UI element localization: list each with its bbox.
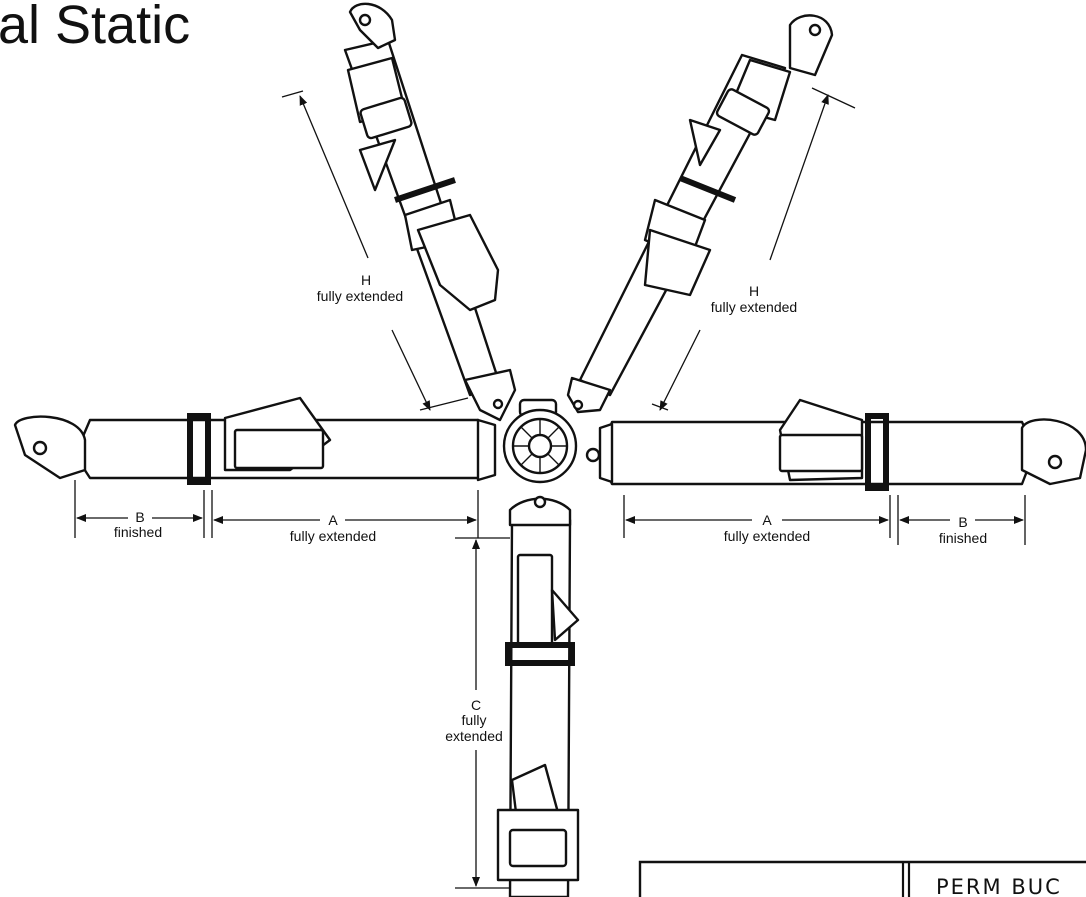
label-b-left-letter: B [135,509,144,525]
page-title: al Static [0,0,191,55]
label-b-right-letter: B [958,514,967,530]
label-b-right-desc: finished [939,530,987,546]
label-a-right-letter: A [762,512,772,528]
label-c-line1: fully [462,712,487,728]
dimension-b-left [74,480,205,538]
label-h-left-letter: H [361,272,371,288]
dimension-b-right [897,495,1026,545]
dimension-a-left [211,490,479,538]
label-a-right-desc: fully extended [724,528,810,544]
label-a-left-letter: A [328,512,338,528]
right-shoulder-strap [566,14,834,414]
crotch-strap [496,495,580,897]
label-a-left-desc: fully extended [290,528,376,544]
label-h-left-desc: fully extended [317,288,403,304]
left-lap-strap [13,396,497,485]
dimension-h-left [281,90,469,411]
left-shoulder-strap [343,2,517,422]
dimension-c [455,537,510,889]
center-buckle [502,398,578,484]
label-c-letter: C [471,697,481,713]
label-h-right-desc: fully extended [711,299,797,315]
right-lap-strap [585,398,1086,491]
label-b-left-desc: finished [114,524,162,540]
dimension-h-right [651,87,856,411]
title-block-text: PERM BUC [936,875,1062,897]
label-h-right-letter: H [749,283,759,299]
title-block: PERM BUC [638,860,1086,897]
label-c-line2: extended [445,728,503,744]
dimension-a-right [623,495,891,538]
